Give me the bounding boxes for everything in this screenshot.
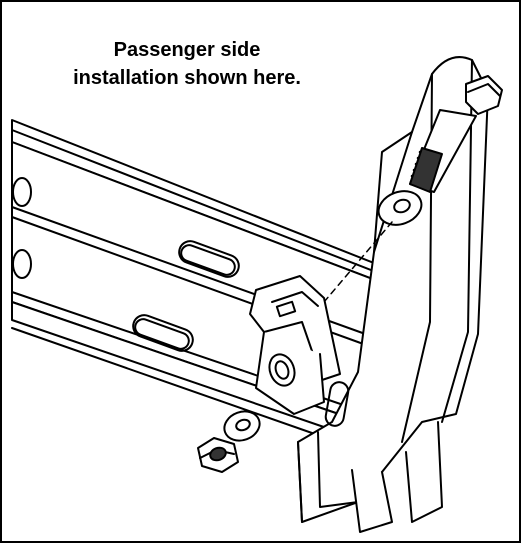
rail-slot xyxy=(134,318,190,350)
installation-caption: Passenger side installation shown here. xyxy=(22,36,352,92)
caption-line-1: Passenger side xyxy=(113,39,261,61)
hex-bolt-icon xyxy=(409,75,503,193)
caption-line-2: installation shown here. xyxy=(73,67,301,89)
rail-hole xyxy=(12,249,32,279)
rail-slot xyxy=(132,314,194,352)
rail-slot xyxy=(178,240,240,278)
flat-washer-icon xyxy=(377,190,423,226)
rail-hole xyxy=(12,177,32,207)
assembly-axis-line xyxy=(323,221,393,303)
hex-nut-icon xyxy=(197,437,239,473)
clip-bracket xyxy=(249,275,341,415)
rail-slot xyxy=(180,244,236,276)
flat-washer-icon xyxy=(223,410,261,442)
